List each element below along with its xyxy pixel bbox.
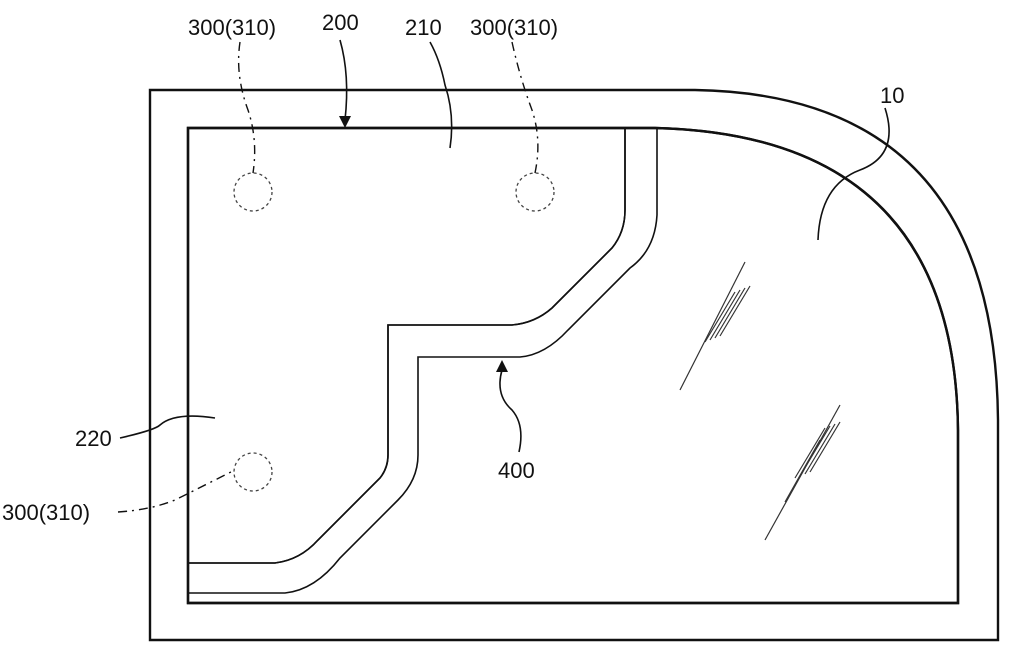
leader-top-left-pad [237, 41, 256, 174]
plate-200 [187, 127, 626, 564]
label-plate-200: 200 [322, 10, 359, 35]
leader-400 [499, 369, 522, 453]
arrow-200 [339, 116, 351, 128]
glare-marks-lower [764, 404, 841, 541]
pad-top-right [515, 172, 555, 212]
label-glass-10: 10 [880, 83, 904, 108]
glass-outline [186, 126, 960, 605]
glare-marks-upper [679, 261, 751, 391]
label-upper-region-210: 210 [405, 15, 442, 40]
leader-210 [429, 41, 453, 149]
leader-top-right-pad [511, 41, 539, 174]
leader-220 [119, 415, 216, 439]
leader-bottom-pad [117, 469, 236, 513]
leader-10 [817, 107, 890, 241]
border-strip-400 [187, 127, 658, 594]
label-border-strip-400: 400 [498, 458, 535, 483]
label-lower-region-220: 220 [75, 426, 112, 451]
label-bottom-pad: 300(310) [2, 500, 90, 525]
label-top-right-pad: 300(310) [470, 15, 558, 40]
arrow-400 [496, 360, 508, 372]
label-top-left-pad: 300(310) [188, 15, 276, 40]
outer-frame [148, 88, 1000, 642]
glass-panel [186, 126, 960, 605]
pad-top-left [233, 172, 273, 212]
leader-200 [339, 39, 348, 121]
pad-bottom-left [233, 452, 273, 492]
